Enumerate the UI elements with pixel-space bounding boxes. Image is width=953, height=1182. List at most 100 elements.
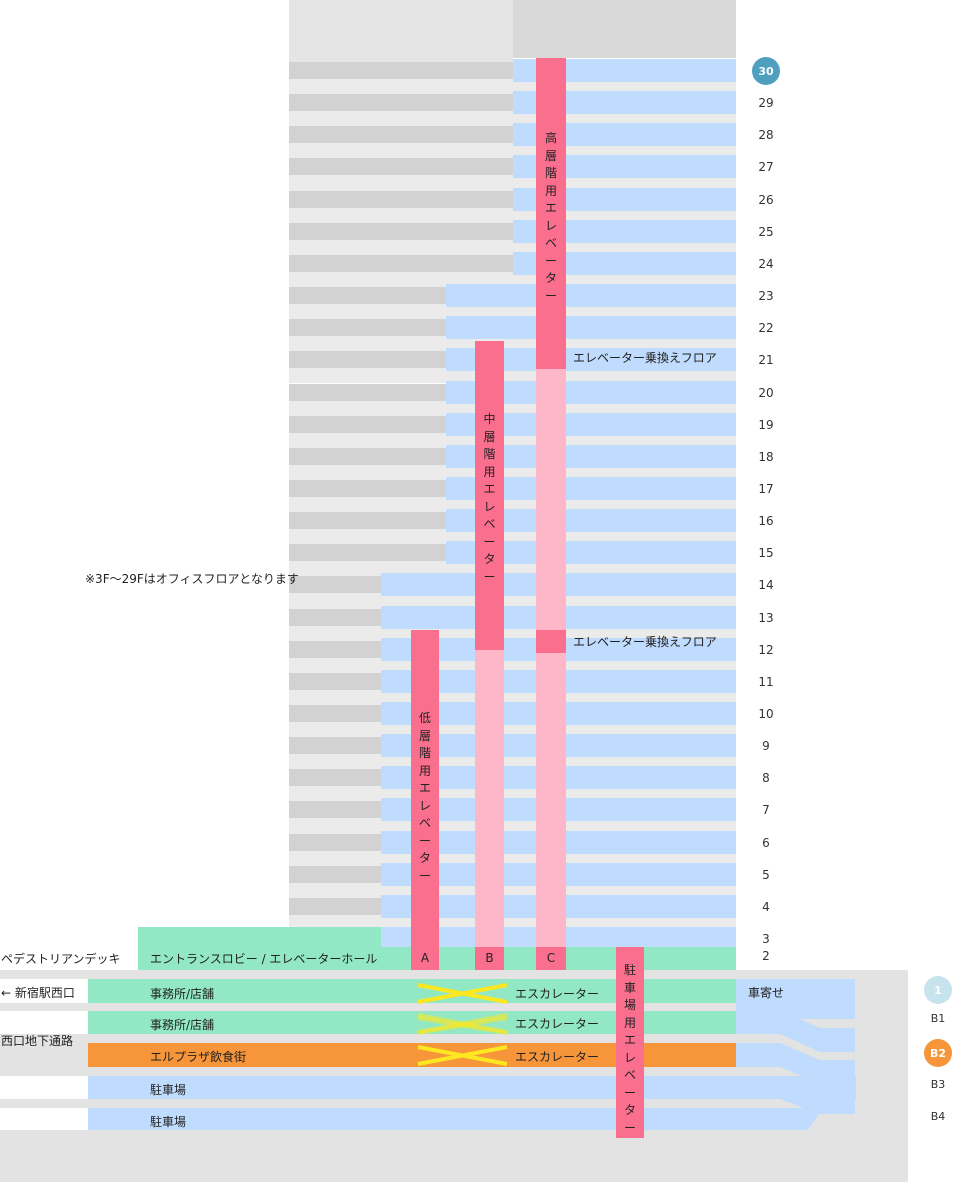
vertical-label-char: ー xyxy=(418,868,431,883)
floor-b3-label: 駐車場 xyxy=(150,1083,187,1097)
vertical-label-char: ー xyxy=(418,833,431,848)
vertical-label-char: エ xyxy=(623,1033,636,1047)
office-floor-band xyxy=(446,284,736,308)
floor-b2-badge[interactable]: B2 xyxy=(924,1039,952,1067)
floor-number[interactable]: 24 xyxy=(758,256,774,271)
floor-number[interactable]: 21 xyxy=(758,353,774,368)
floor-30-badge[interactable]: 30 xyxy=(752,57,780,85)
elevator-b-label: B xyxy=(485,951,494,965)
floor-number[interactable]: 22 xyxy=(758,321,774,336)
high-elevator-transfer-marker xyxy=(536,630,566,653)
transfer-floor-label: エレベーター乗換えフロア xyxy=(573,635,717,649)
office-floor-band xyxy=(446,541,736,565)
vertical-label-char: 場 xyxy=(623,998,636,1012)
floor-number[interactable]: B1 xyxy=(930,1012,946,1025)
vertical-label-char: 用 xyxy=(418,763,431,778)
floor-number[interactable]: 4 xyxy=(762,899,770,914)
vertical-label-char: ー xyxy=(544,288,557,303)
floor-number[interactable]: 27 xyxy=(758,160,774,175)
floor-number[interactable]: 3 xyxy=(762,932,770,947)
mid-elevator-label: 中層階用エレベーター xyxy=(475,411,504,586)
floor-number[interactable]: 16 xyxy=(758,514,774,529)
lobby-label: エントランスロビー / エレベーターホール xyxy=(150,952,378,966)
notch xyxy=(0,1076,88,1099)
floor-number[interactable]: 25 xyxy=(758,224,774,239)
floor-number[interactable]: 11 xyxy=(758,674,774,689)
transfer-floor-label: エレベーター乗換えフロア xyxy=(573,351,717,365)
office-floor-band xyxy=(446,348,736,372)
vertical-label-char: 用 xyxy=(623,1015,636,1030)
floor-number[interactable]: 12 xyxy=(758,642,774,657)
office-floor-band xyxy=(513,251,736,275)
vertical-label-char: 階 xyxy=(418,746,431,760)
office-floor-band xyxy=(513,59,736,82)
ramp-b2 xyxy=(736,1043,855,1084)
mid-elevator-shaft xyxy=(475,341,504,650)
shinjuku-west-exit-label[interactable]: ← 新宿駅西口 xyxy=(1,986,75,1000)
floor-number[interactable]: B3 xyxy=(930,1078,946,1091)
vertical-label-char: レ xyxy=(483,499,496,514)
elevator-c-cell xyxy=(536,947,566,970)
floor-number[interactable]: 29 xyxy=(758,96,774,111)
office-floor-band xyxy=(446,412,736,436)
floor-number[interactable]: 8 xyxy=(762,771,770,786)
vertical-label-char: エ xyxy=(544,201,557,215)
notch xyxy=(0,979,88,1003)
floor-number[interactable]: 15 xyxy=(758,546,774,561)
floor-1-badge[interactable]: 1 xyxy=(924,976,952,1004)
tower-top-right xyxy=(513,0,736,58)
vertical-label-char: ベ xyxy=(544,236,557,250)
floor-number[interactable]: 14 xyxy=(758,578,774,593)
floor-number[interactable]: 20 xyxy=(758,385,774,400)
vertical-label-char: タ xyxy=(544,271,557,285)
vertical-label-char: 階 xyxy=(544,166,557,180)
ramp-b4 xyxy=(780,1108,820,1130)
office-floor-band xyxy=(446,509,736,533)
parking-elevator-label: 駐車場用エレベーター xyxy=(616,962,644,1137)
vertical-label-char: 用 xyxy=(544,183,557,198)
office-floor-note: ※3F〜29Fはオフィスフロアとなります xyxy=(85,572,299,586)
office-floor-band xyxy=(446,476,736,500)
mid-elevator-lower xyxy=(475,650,504,947)
floor-number[interactable]: 28 xyxy=(758,128,774,143)
floor-b1-band xyxy=(88,1011,736,1034)
floor-number[interactable]: 7 xyxy=(762,803,770,818)
elevator-c-label: C xyxy=(546,951,556,965)
floor-number[interactable]: 18 xyxy=(758,449,774,464)
floor-number[interactable]: 2 xyxy=(762,949,770,963)
office-floor-band xyxy=(513,91,736,115)
vertical-label-char: ー xyxy=(623,1085,636,1100)
vertical-label-char: ベ xyxy=(623,1068,636,1082)
office-floor-band xyxy=(446,444,736,468)
vertical-label-char: 階 xyxy=(483,447,496,461)
drop-off-structure xyxy=(855,970,908,1182)
floor-number[interactable]: 6 xyxy=(762,835,770,850)
office-floor-band xyxy=(513,187,736,211)
office-floor-band xyxy=(513,155,736,179)
vertical-label-char: 低 xyxy=(418,711,431,725)
floor-number[interactable]: 26 xyxy=(758,192,774,207)
vertical-label-char: ベ xyxy=(418,816,431,830)
floor-number[interactable]: 17 xyxy=(758,481,774,496)
escalator-b1-b2 xyxy=(417,1013,508,1066)
floor-number[interactable]: 19 xyxy=(758,417,774,432)
vertical-label-char: 車 xyxy=(623,980,636,995)
vertical-label-char: 中 xyxy=(483,412,496,426)
high-elevator-shaft xyxy=(536,58,566,369)
office-floor-band xyxy=(446,380,736,404)
low-elevator-label: 低層階用エレベーター xyxy=(411,710,439,885)
vertical-label-char: 用 xyxy=(483,464,496,479)
floor-b2-label: エルプラザ飲食街 xyxy=(150,1050,247,1064)
floor-number[interactable]: B4 xyxy=(930,1110,946,1123)
high-elevator-lower xyxy=(536,369,566,947)
vertical-label-char: レ xyxy=(623,1050,636,1065)
floor-1-label: 事務所/店舗 xyxy=(150,987,215,1001)
office-floor-band xyxy=(513,219,736,243)
elevator-b-cell xyxy=(475,947,504,970)
floor-number[interactable]: 5 xyxy=(762,867,770,882)
floor-number[interactable]: 10 xyxy=(758,707,774,721)
floor-number[interactable]: 13 xyxy=(758,610,774,625)
floor-number[interactable]: 9 xyxy=(762,739,770,754)
ramp-b1 xyxy=(736,1010,855,1052)
floor-number[interactable]: 23 xyxy=(758,289,774,304)
